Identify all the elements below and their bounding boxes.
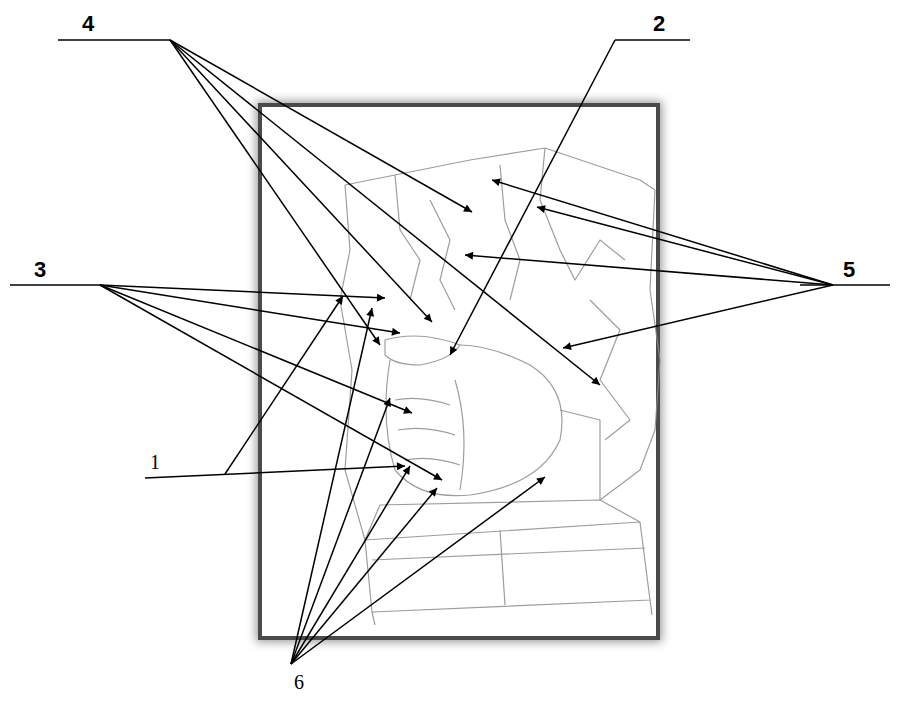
leader-line	[170, 40, 380, 345]
callout-number: 2	[653, 13, 665, 35]
leader-line	[170, 40, 600, 385]
callout-number: 6	[294, 672, 304, 692]
sketch-line	[540, 148, 625, 280]
sketch-line	[340, 185, 365, 540]
label-underline	[10, 284, 100, 286]
callout-number: 4	[82, 13, 94, 35]
leader-line	[291, 398, 390, 664]
leader-line	[291, 488, 437, 664]
label-underline	[800, 284, 890, 286]
frame-shadow	[256, 101, 662, 642]
callout-number: 1	[150, 452, 160, 472]
label-underline	[58, 39, 170, 41]
sketch-line	[386, 345, 562, 496]
leader-line	[170, 40, 432, 322]
leader-line	[145, 466, 405, 478]
sketch-line	[430, 200, 455, 310]
leader-line	[291, 308, 372, 664]
leader-line	[450, 40, 615, 355]
leader-line	[492, 180, 833, 285]
leader-line	[100, 285, 412, 413]
sketch-line	[372, 600, 652, 625]
leader-lines	[10, 40, 890, 664]
leader-line	[465, 255, 833, 285]
leader-line	[225, 296, 343, 474]
pencil-sketch	[340, 148, 660, 625]
leader-line	[100, 285, 400, 333]
sketch-line	[455, 380, 464, 490]
sketch-line	[385, 336, 460, 365]
callout-number: 5	[843, 259, 855, 281]
leader-line	[170, 40, 472, 212]
sketch-line	[365, 522, 650, 612]
leader-line	[291, 466, 410, 664]
leader-line	[291, 477, 545, 664]
picture-frame	[260, 105, 658, 638]
callout-number: 3	[34, 259, 46, 281]
label-underline	[615, 39, 690, 41]
leader-line	[100, 285, 442, 480]
sketch-line	[560, 410, 600, 500]
sketch-line	[395, 398, 450, 405]
sketch-line	[372, 548, 645, 560]
sketch-line	[398, 428, 455, 435]
sketch-line	[365, 500, 640, 540]
sketch-line	[500, 530, 505, 605]
leader-line	[563, 285, 833, 348]
